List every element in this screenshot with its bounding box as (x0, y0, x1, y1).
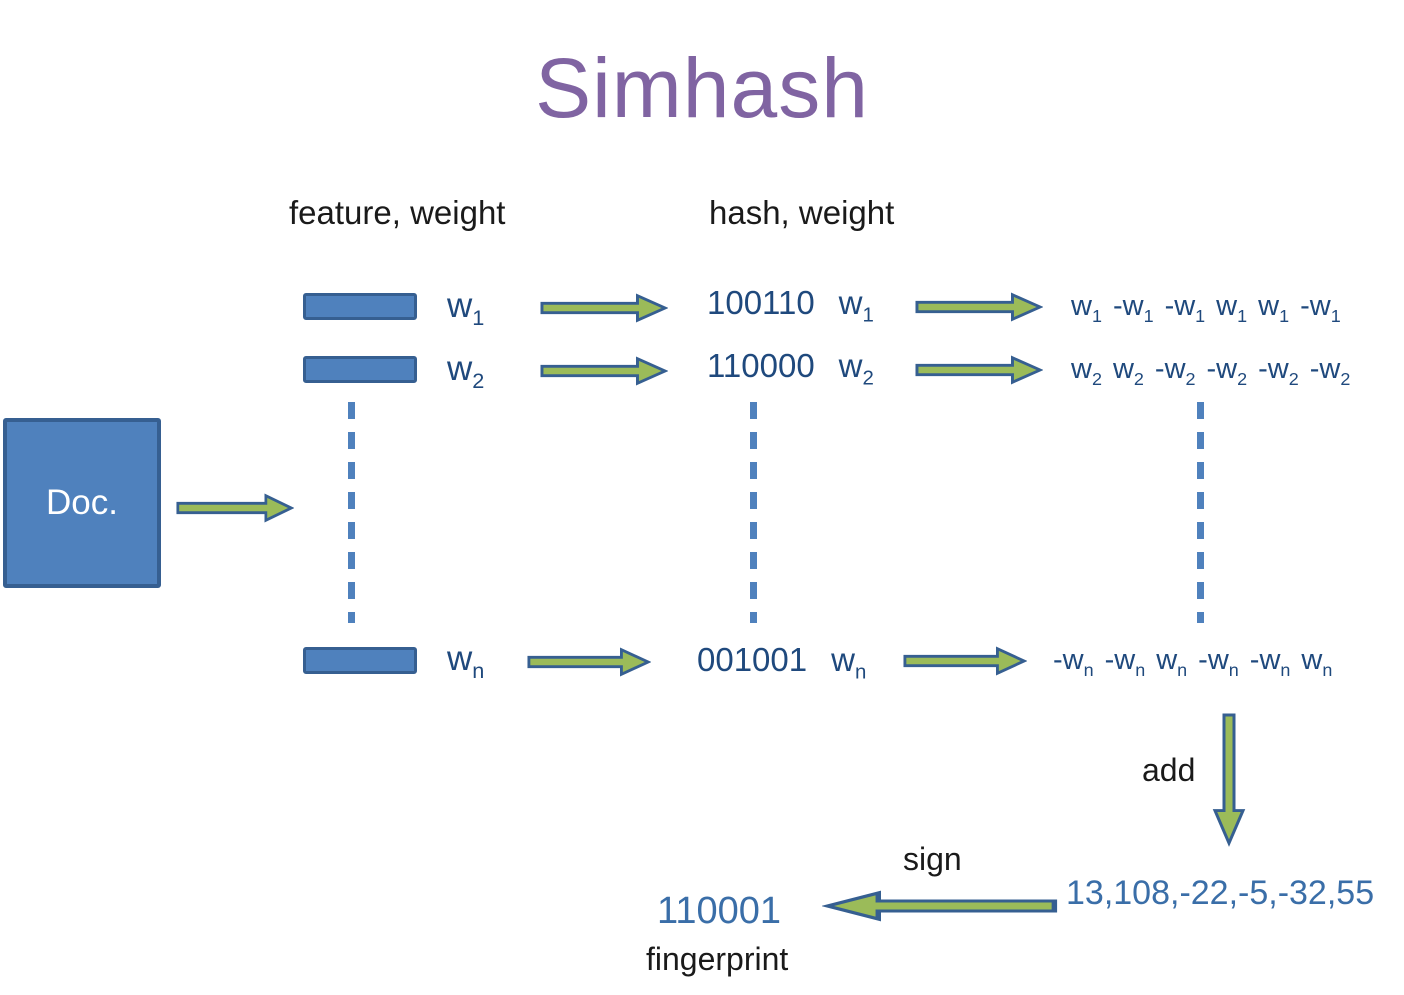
sign-label: sign (903, 841, 962, 877)
weight-label: wn (447, 639, 485, 683)
add-arrow-down-icon (1211, 713, 1247, 847)
column-header-feature-weight: feature, weight (289, 194, 506, 231)
doc-box: Doc. (3, 418, 161, 588)
flow-arrow-right-icon (540, 292, 668, 324)
fingerprint-value: 110001 (657, 890, 781, 932)
flow-arrow-right-icon (176, 492, 294, 524)
flow-arrow-right-icon (540, 355, 668, 387)
flow-arrow-right-icon (527, 646, 651, 678)
flow-arrow-right-icon (903, 645, 1027, 677)
flow-arrow-right-icon (915, 354, 1043, 386)
add-label: add (1142, 752, 1196, 788)
ellipsis-dashed-line (348, 402, 355, 623)
flow-arrow-right-icon (915, 291, 1043, 323)
sum-vector-value: 13,108,-22,-5,-32,55 (1066, 874, 1375, 912)
ellipsis-dashed-line (750, 402, 757, 623)
sign-arrow-left-icon (822, 889, 1058, 923)
weight-label: w2 (447, 349, 485, 393)
ellipsis-dashed-line (1197, 402, 1204, 623)
fingerprint-label: fingerprint (646, 941, 789, 977)
feature-bar (303, 356, 417, 383)
feature-bar (303, 647, 417, 674)
doc-box-label: Doc. (46, 483, 118, 522)
slide-title: Simhash (535, 41, 869, 135)
column-header-hash-weight: hash, weight (709, 194, 895, 231)
feature-bar (303, 293, 417, 320)
weight-label: w1 (447, 286, 485, 330)
